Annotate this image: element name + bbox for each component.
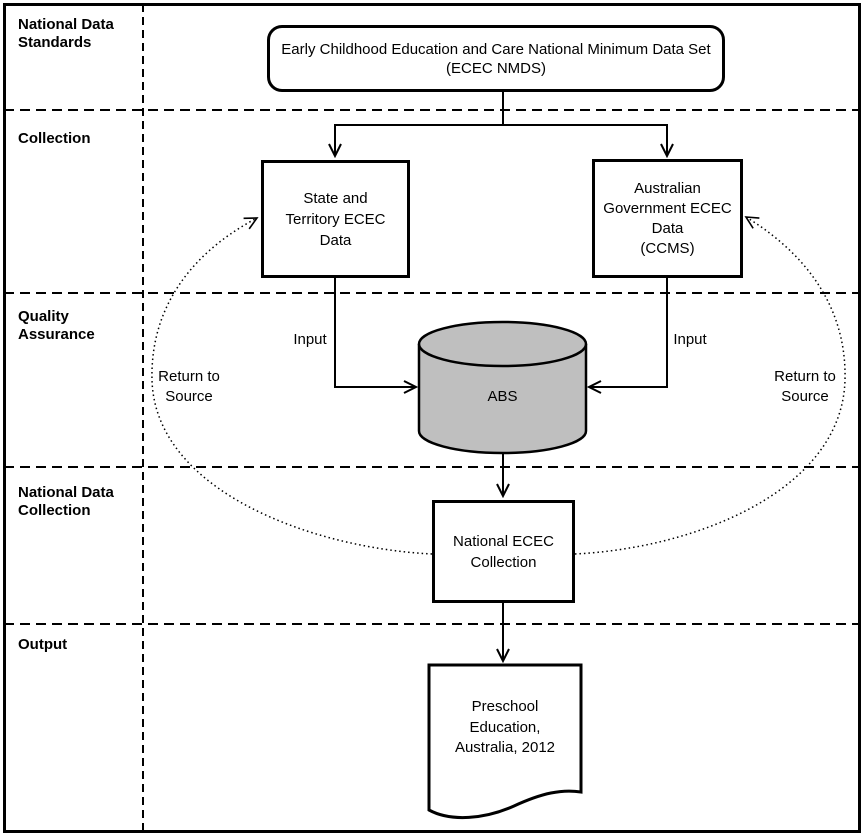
edge-label-return-to-source-left: Return to Source — [158, 368, 220, 405]
edge-label-input-right: Input — [673, 331, 707, 348]
row-label-collection: Collection — [18, 130, 91, 147]
connector-return-to-source-right — [574, 216, 846, 555]
node-australian-government-data: Australian Government ECEC Data (CCMS) — [592, 159, 743, 278]
row-label-output: Output — [18, 636, 68, 653]
connector-input-right — [589, 278, 668, 387]
node-ecec-nmds: Early Childhood Education and Care Natio… — [267, 25, 725, 92]
cylinder-top — [417, 320, 588, 368]
cylinder-body — [417, 344, 588, 455]
database-cylinder-shape — [417, 320, 588, 455]
document-shape — [427, 663, 583, 820]
edge-label-return-to-source-right: Return to Source — [774, 368, 836, 405]
connector-branch-to-state-territory — [335, 124, 503, 156]
connector-input-left — [334, 278, 416, 387]
node-preschool-education-document-label: Preschool Education, Australia, 2012 — [454, 698, 556, 756]
row-label-quality-assurance: Quality Assurance — [18, 308, 95, 343]
connector-return-to-source-left — [151, 217, 433, 555]
node-state-territory-data: State and Territory ECEC Data — [261, 160, 410, 278]
connector-branch-to-australian-gov — [503, 124, 667, 156]
edge-label-input-left: Input — [293, 331, 327, 348]
row-label-national-data-collection: National Data Collection — [18, 484, 114, 519]
node-abs-label: ABS — [487, 388, 518, 405]
row-label-national-data-standards: National Data Standards — [18, 16, 114, 51]
node-national-ecec-collection: National ECEC Collection — [432, 500, 575, 603]
